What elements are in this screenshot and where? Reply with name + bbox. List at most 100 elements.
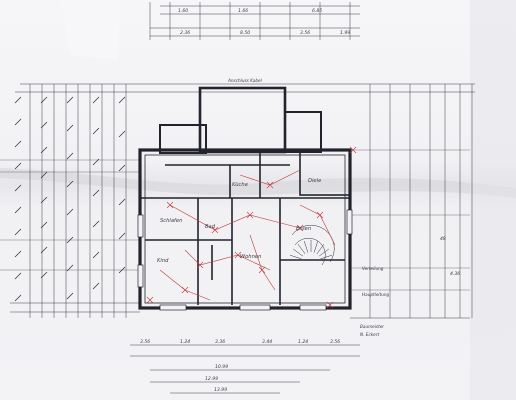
dimension-tick bbox=[92, 127, 100, 135]
dimension-tick bbox=[14, 206, 22, 214]
dimension-tick bbox=[92, 251, 100, 259]
dimension-tick bbox=[66, 96, 74, 104]
vertical-dimension-lines bbox=[29, 2, 473, 318]
title-line-2: N. Eckert bbox=[360, 332, 379, 337]
stair-tread bbox=[320, 254, 333, 260]
dimension-tick bbox=[118, 198, 126, 206]
dimension-tick bbox=[66, 180, 74, 188]
dim-label: 3.56 bbox=[140, 339, 150, 345]
dim-label: 3.36 bbox=[215, 339, 225, 345]
outlet-mark bbox=[181, 286, 189, 294]
stair-tread bbox=[289, 254, 302, 260]
top-dimension-labels: 1.60 1.66 6.85 2.36 8.50 3.56 1.99 bbox=[178, 8, 350, 36]
dim-label: 1.24 bbox=[180, 339, 190, 345]
dim-label: 3.56 bbox=[300, 30, 310, 36]
outlet-mark bbox=[326, 301, 334, 309]
windows bbox=[137, 209, 353, 311]
dimension-tick bbox=[118, 130, 126, 138]
outlet-mark bbox=[146, 296, 154, 304]
dimension-ticks bbox=[14, 96, 126, 302]
outlet-mark bbox=[316, 211, 324, 219]
outlet-mark bbox=[246, 211, 254, 219]
title-block: Baumeister N. Eckert bbox=[360, 324, 384, 337]
dim-label: 1.24 bbox=[298, 339, 308, 345]
dimension-tick bbox=[14, 272, 22, 280]
stair-tread bbox=[316, 244, 325, 255]
right-dimension-labels: 48 4.36 bbox=[440, 236, 460, 277]
dimension-tick bbox=[40, 171, 48, 179]
dimension-tick bbox=[118, 164, 126, 172]
outlet-mark bbox=[166, 201, 174, 209]
dimension-tick bbox=[40, 196, 48, 204]
dim-label: 1.60 bbox=[178, 8, 188, 14]
outlet-mark bbox=[258, 266, 266, 274]
dimension-tick bbox=[14, 162, 22, 170]
stair-tread bbox=[313, 240, 319, 253]
dimension-tick bbox=[14, 118, 22, 126]
dimension-tick bbox=[118, 232, 126, 240]
annotation: Verteilung bbox=[362, 266, 384, 271]
stair-tread bbox=[318, 248, 329, 257]
dim-label: 10.99 bbox=[215, 364, 228, 370]
dimension-tick bbox=[66, 292, 74, 300]
dimension-tick bbox=[66, 124, 74, 132]
dimension-tick bbox=[40, 96, 48, 104]
dim-label: 48 bbox=[440, 236, 446, 242]
dimension-tick bbox=[40, 271, 48, 279]
dimension-tick bbox=[14, 228, 22, 236]
dim-label: 12.99 bbox=[205, 376, 218, 382]
dim-label: 2.36 bbox=[180, 30, 190, 36]
outlet-mark bbox=[234, 251, 242, 259]
dimension-tick bbox=[92, 96, 100, 104]
annotation: Anschluss Kabel bbox=[227, 78, 263, 83]
dimension-tick bbox=[14, 96, 22, 104]
dim-label: 13.99 bbox=[214, 387, 227, 393]
room-label: Diele bbox=[308, 178, 321, 184]
dim-label: 1.66 bbox=[238, 8, 248, 14]
annotations: Anschluss Kabel Verteilung Hauptleitung bbox=[227, 78, 390, 297]
title-line-1: Baumeister bbox=[360, 324, 384, 329]
dimension-tick bbox=[14, 250, 22, 258]
dimension-tick bbox=[66, 152, 74, 160]
dimension-tick bbox=[14, 140, 22, 148]
outlet-mark bbox=[296, 224, 304, 232]
room-label: Wohnen bbox=[240, 254, 261, 260]
stair-tread bbox=[297, 244, 306, 255]
dimension-tick bbox=[14, 294, 22, 302]
construction-lines bbox=[0, 149, 470, 291]
outlet-mark bbox=[211, 226, 219, 234]
dimension-tick bbox=[92, 189, 100, 197]
outlet-mark bbox=[349, 146, 357, 154]
dim-label: 4.36 bbox=[450, 271, 460, 277]
dim-label: 1.99 bbox=[340, 30, 350, 36]
dimension-frame bbox=[10, 5, 475, 394]
outlet-mark bbox=[266, 181, 274, 189]
room-label: Bad bbox=[205, 224, 216, 230]
outlet-mark bbox=[196, 261, 204, 269]
room-labels: Schlafen Kind Bad Küche Wohnen Essen Die… bbox=[157, 178, 321, 264]
dim-label: 8.50 bbox=[240, 30, 250, 36]
dimension-tick bbox=[14, 184, 22, 192]
dim-label: 3.56 bbox=[330, 339, 340, 345]
dimension-tick bbox=[66, 208, 74, 216]
room-label: Essen bbox=[296, 226, 311, 232]
dim-label: 6.85 bbox=[312, 8, 322, 14]
bottom-dimension-labels: 3.56 1.24 3.36 3.44 1.24 3.56 10.99 12.9… bbox=[140, 339, 340, 393]
stair-tread bbox=[303, 240, 309, 253]
interior-walls bbox=[140, 150, 350, 305]
room-label: Küche bbox=[232, 182, 248, 188]
stair-tread bbox=[293, 248, 304, 257]
dimension-tick bbox=[40, 121, 48, 129]
room-label: Schlafen bbox=[160, 218, 182, 224]
dimension-tick bbox=[118, 96, 126, 104]
dimension-tick bbox=[92, 282, 100, 290]
dimension-tick bbox=[40, 146, 48, 154]
dimension-tick bbox=[40, 221, 48, 229]
room-label: Kind bbox=[157, 258, 169, 264]
annotation: Hauptleitung bbox=[362, 292, 390, 297]
dimension-tick bbox=[92, 220, 100, 228]
electrical-wiring bbox=[146, 146, 357, 309]
